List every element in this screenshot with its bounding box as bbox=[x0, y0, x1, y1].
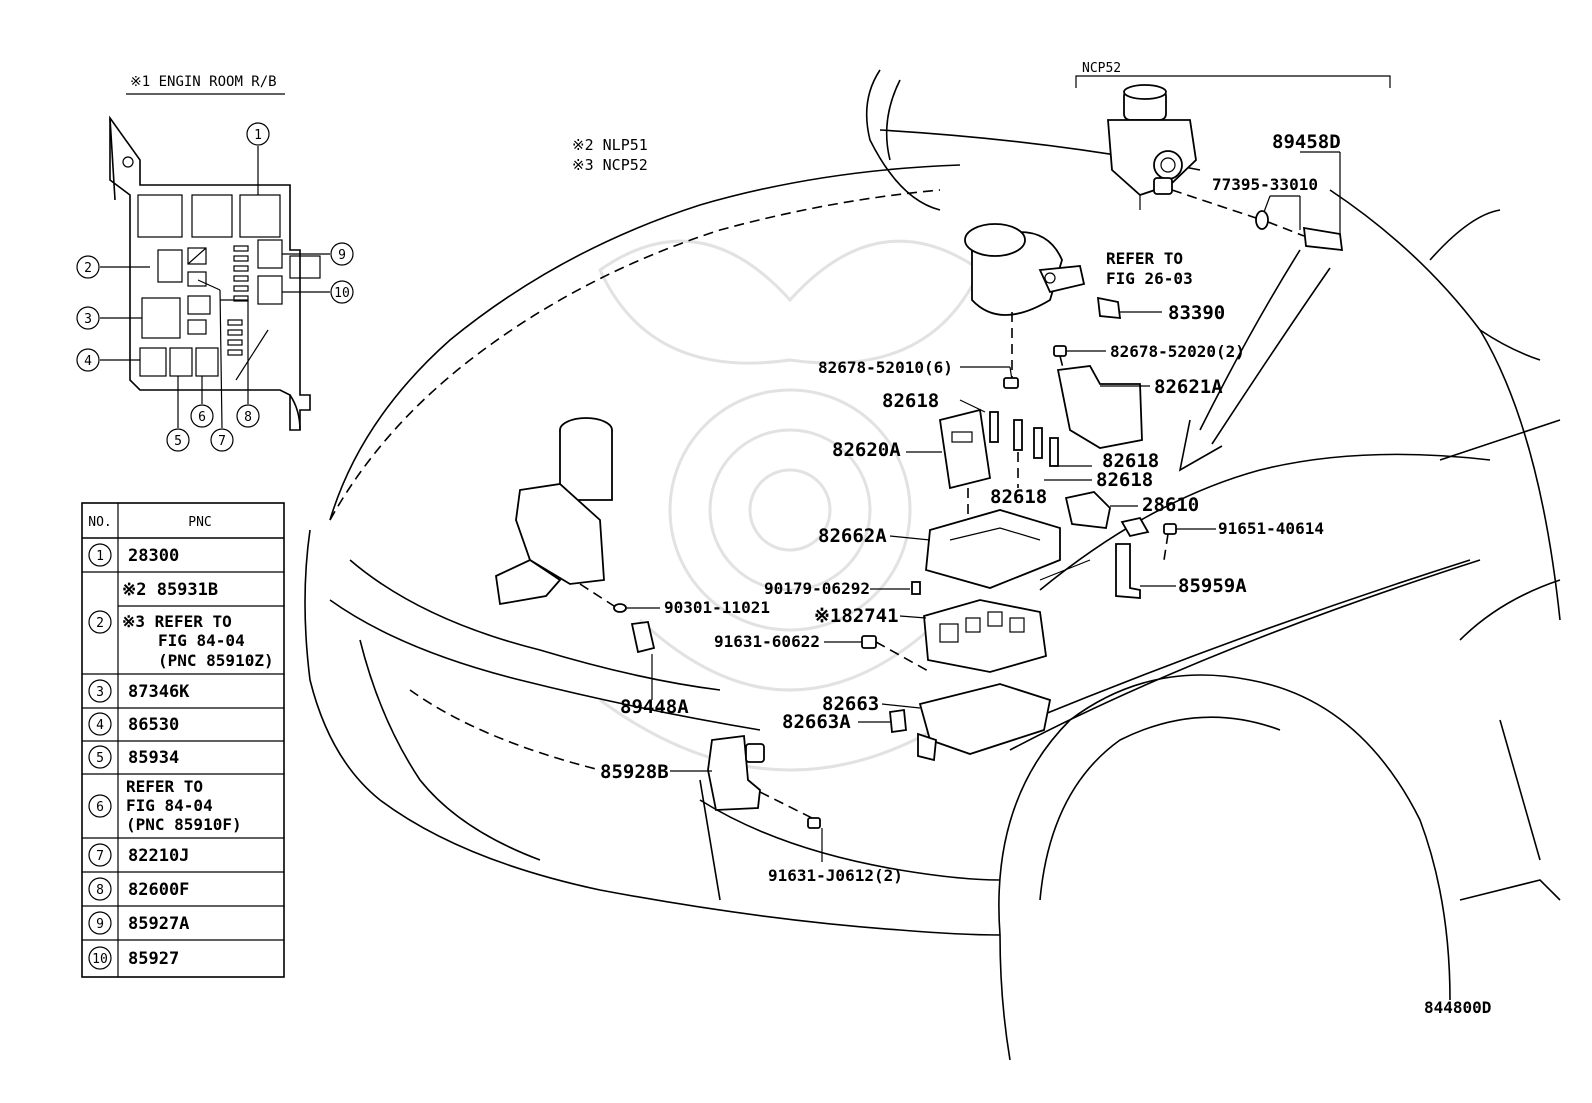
callout-82618-b: 82618 bbox=[1102, 450, 1159, 472]
inset-number-4: 4 bbox=[84, 354, 92, 369]
table-cell-pnc: FIG 84-04 bbox=[158, 631, 245, 650]
table-row-number: 7 bbox=[96, 849, 104, 864]
callout-28610: 28610 bbox=[1142, 494, 1199, 516]
o-ring-icon bbox=[1255, 210, 1269, 230]
inset-number-10: 10 bbox=[334, 286, 350, 301]
table-cell-pnc: 87346K bbox=[128, 682, 190, 702]
table-cell-pnc: ※3 REFER TO bbox=[122, 612, 232, 631]
callout-90179-06292: 90179-06292 bbox=[764, 579, 870, 598]
pressure-switch-icon bbox=[1302, 226, 1344, 252]
inset-title: ※1 ENGIN ROOM R/B bbox=[130, 74, 277, 90]
callout-82618-a: 82618 bbox=[882, 390, 939, 412]
callout-82618-d: 82618 bbox=[990, 486, 1047, 508]
table-cell-pnc: (PNC 85910F) bbox=[126, 815, 242, 834]
callout-83390: 83390 bbox=[1168, 302, 1225, 324]
figure-id: 844800D bbox=[1424, 998, 1491, 1017]
inset-number-5: 5 bbox=[174, 434, 182, 449]
table-header-no: NO. bbox=[88, 515, 111, 530]
refer-text-line1: REFER TO bbox=[1106, 249, 1183, 268]
relay-block-assembly bbox=[824, 223, 1216, 762]
callout-82662A: 82662A bbox=[818, 525, 887, 547]
table-cell-pnc: 86530 bbox=[128, 715, 179, 735]
table-cell-pnc: 28300 bbox=[128, 546, 179, 566]
table-row-number: 1 bbox=[96, 549, 104, 564]
callout-85959A: 85959A bbox=[1178, 575, 1247, 597]
table-cell-pnc: 85934 bbox=[128, 748, 179, 768]
table-cell-pnc: (PNC 85910Z) bbox=[158, 651, 274, 670]
inset-numbers: 1 2 3 4 5 6 7 8 9 10 bbox=[76, 122, 354, 452]
table-row-number: 8 bbox=[96, 883, 104, 898]
table-row-number: 5 bbox=[96, 751, 104, 766]
table-header-pnc: PNC bbox=[188, 515, 211, 530]
watermark-logo bbox=[598, 239, 982, 772]
refer-text-line2: FIG 26-03 bbox=[1106, 269, 1193, 288]
callout-89458D: 89458D bbox=[1272, 131, 1341, 153]
table-row-number: 3 bbox=[96, 685, 104, 700]
table-cell-pnc: FIG 84-04 bbox=[126, 796, 213, 815]
inset-number-8: 8 bbox=[244, 410, 252, 425]
engine-room-relay-block-inset: ※1 ENGIN ROOM R/B bbox=[100, 74, 330, 431]
callout-91631-J0612: 91631-J0612(2) bbox=[768, 866, 903, 885]
inset-number-9: 9 bbox=[338, 248, 346, 263]
horn-assembly bbox=[670, 734, 823, 862]
callout-82621A: 82621A bbox=[1154, 376, 1223, 398]
ncp52-label: NCP52 bbox=[1082, 61, 1121, 76]
switch-83390-icon bbox=[1096, 296, 1122, 320]
callout-82618-c: 82618 bbox=[1096, 469, 1153, 491]
callout-82663: 82663 bbox=[822, 693, 879, 715]
table-row-number: 2 bbox=[96, 616, 104, 631]
inset-number-1: 1 bbox=[254, 128, 262, 143]
inset-number-2: 2 bbox=[84, 261, 92, 276]
table-cell-pnc: 82210J bbox=[128, 846, 189, 866]
table-cell-pnc: 82600F bbox=[128, 880, 189, 900]
callout-82678-52010: 82678-52010(6) bbox=[818, 358, 953, 377]
callout-90301-11021: 90301-11021 bbox=[664, 598, 770, 617]
table-row-number: 4 bbox=[96, 718, 104, 733]
table-cell-pnc: REFER TO bbox=[126, 777, 203, 796]
vehicle-body-outline bbox=[304, 69, 1561, 1061]
callout-82663A: 82663A bbox=[782, 711, 851, 733]
table-cell-pnc: 85927 bbox=[128, 949, 179, 969]
callout-89448A: 89448A bbox=[620, 696, 689, 718]
inset-number-6: 6 bbox=[198, 410, 206, 425]
inset-number-3: 3 bbox=[84, 312, 92, 327]
callout-82741: ※182741 bbox=[814, 605, 899, 627]
note-ncp52: ※3 NCP52 bbox=[572, 156, 648, 174]
callout-91651-40614: 91651-40614 bbox=[1218, 519, 1324, 538]
table-row-number: 6 bbox=[96, 800, 104, 815]
washer-reservoir-assembly bbox=[495, 417, 660, 700]
horn-switch-icon bbox=[630, 621, 656, 654]
table-row-number: 9 bbox=[96, 917, 104, 932]
ncp52-group: NCP52 REFER TO FIG 26-03 89458D 77395-33… bbox=[1075, 61, 1391, 472]
table-cell-pnc: ※2 85931B bbox=[122, 580, 218, 600]
pnc-table: NO. PNC 1 2 3 4 5 6 7 8 9 10 28300 ※2 85… bbox=[81, 502, 285, 978]
callout-85928B: 85928B bbox=[600, 761, 669, 783]
callout-91631-60622: 91631-60622 bbox=[714, 632, 820, 651]
callout-82678-52020: 82678-52020(2) bbox=[1110, 342, 1245, 361]
callout-77395-33010: 77395-33010 bbox=[1212, 175, 1318, 194]
table-cell-pnc: 85927A bbox=[128, 914, 189, 934]
note-nlp51: ※2 NLP51 bbox=[572, 136, 648, 154]
inset-number-7: 7 bbox=[218, 434, 226, 449]
table-row-number: 10 bbox=[92, 952, 108, 967]
callout-82620A: 82620A bbox=[832, 439, 901, 461]
